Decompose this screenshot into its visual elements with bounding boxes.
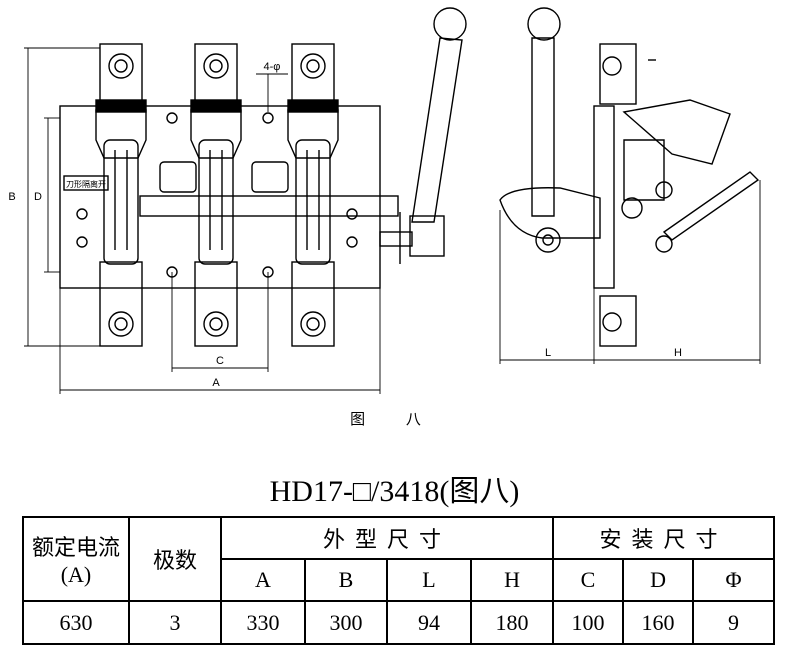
nameplate-label: 刀形隔离开: [66, 179, 106, 189]
header-outline: 外型尺寸: [219, 516, 555, 560]
header-poles: 极数: [128, 516, 222, 602]
model-title: HD17-□/3418(图八): [269, 475, 520, 508]
cell-c: 100: [552, 600, 625, 645]
operating-shaft: [139, 161, 413, 247]
contact-jaws: [95, 99, 339, 159]
subheader-h: H: [469, 558, 555, 602]
knife-blades: [103, 139, 331, 265]
side-view: [499, 7, 760, 347]
cell-l: 94: [386, 600, 472, 645]
mounting-holes: [76, 112, 358, 278]
base-plate: [59, 105, 381, 289]
subheader-c: C: [552, 558, 625, 602]
dim-c-label: C: [216, 355, 224, 367]
subheader-phi: Φ: [692, 558, 776, 602]
spec-table: 额定电流(A) 极数 外型尺寸 安装尺寸 A B L H C D Φ 630 3…: [22, 516, 776, 645]
cell-h: 180: [469, 600, 555, 645]
dim-h-label: H: [674, 347, 682, 359]
cell-b: 300: [304, 600, 388, 645]
upper-terminals: [99, 43, 335, 105]
technical-drawing: A B C D L H 4-φ 刀形隔离开: [8, 7, 761, 394]
cell-phi: 9: [692, 600, 776, 645]
cell-poles: 3: [128, 600, 222, 645]
subheader-l: L: [386, 558, 472, 602]
dim-l-label: L: [545, 347, 551, 359]
dim-d-label: D: [34, 191, 42, 203]
terminal-bolts: [108, 53, 326, 337]
cell-rated-current: 630: [22, 600, 130, 645]
subheader-a: A: [220, 558, 306, 602]
table-row: 630 3 330 300 94 180 100 160 9: [22, 600, 776, 645]
subheader-d: D: [622, 558, 695, 602]
holes-label: 4-φ: [264, 61, 281, 73]
lower-terminals: [99, 261, 335, 347]
cell-a: 330: [220, 600, 306, 645]
front-handle: [399, 7, 467, 264]
header-rated-current: 额定电流(A): [22, 516, 130, 602]
nameplate: [63, 175, 109, 191]
header-install: 安装尺寸: [552, 516, 776, 560]
dim-a-label: A: [212, 377, 220, 389]
subheader-b: B: [304, 558, 388, 602]
cell-d: 160: [622, 600, 695, 645]
figure-caption: 图 八: [350, 410, 439, 428]
dim-b-label: B: [8, 191, 15, 203]
